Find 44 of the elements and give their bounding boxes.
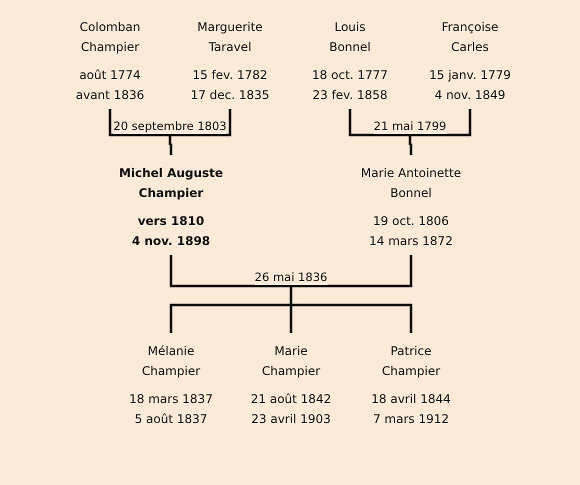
family-line: [291, 255, 412, 288]
death-date: 17 dec. 1835: [190, 87, 270, 104]
person-name: Louis Bonnel: [328, 19, 372, 56]
birth-date: 15 janv. 1779: [429, 67, 511, 84]
birth-date: 19 oct. 1806: [373, 213, 449, 230]
marriage-date: 21 mai 1799: [374, 118, 446, 134]
death-date: 5 août 1837: [134, 411, 208, 428]
family-line: [410, 144, 412, 155]
death-date: 4 nov. 1849: [434, 87, 506, 104]
marriage-date: 20 septembre 1803: [113, 118, 227, 134]
marriage-date: 26 mai 1836: [254, 269, 328, 285]
person-name: Marie Antoinette Bonnel: [360, 165, 462, 202]
birth-date: août 1774: [79, 67, 141, 84]
birth-date: 15 fev. 1782: [192, 67, 268, 84]
family-line: [410, 109, 472, 136]
family-line: [170, 255, 291, 288]
family-line: [408, 135, 412, 145]
death-date: 23 fev. 1858: [312, 87, 388, 104]
family-line: [290, 286, 292, 305]
death-date: 7 mars 1912: [372, 411, 450, 428]
family-line: [170, 144, 172, 155]
family-line: [348, 109, 410, 136]
person-name: Mélanie Champier: [140, 343, 202, 380]
birth-date: vers 1810: [138, 213, 204, 230]
birth-date: 18 avril 1844: [371, 391, 451, 408]
family-line: [168, 135, 172, 145]
death-date: avant 1836: [76, 87, 144, 104]
family-line: [290, 305, 292, 333]
birth-date: 18 oct. 1777: [312, 67, 388, 84]
family-line: [108, 109, 170, 136]
family-line: [170, 109, 232, 136]
death-date: 4 nov. 1898: [132, 233, 210, 250]
family-line: [291, 304, 412, 333]
birth-date: 21 août 1842: [250, 391, 332, 408]
family-line: [170, 304, 291, 333]
person-name: Colomban Champier: [78, 19, 142, 56]
person-name: Michel Auguste Champier: [118, 165, 224, 202]
death-date: 14 mars 1872: [369, 233, 453, 250]
person-name: Marguerite Taravel: [196, 19, 264, 56]
death-date: 23 avril 1903: [251, 411, 331, 428]
person-name: Françoise Carles: [440, 19, 500, 56]
person-name: Marie Champier: [260, 343, 322, 380]
person-name: Patrice Champier: [380, 343, 442, 380]
birth-date: 18 mars 1837: [129, 391, 213, 408]
